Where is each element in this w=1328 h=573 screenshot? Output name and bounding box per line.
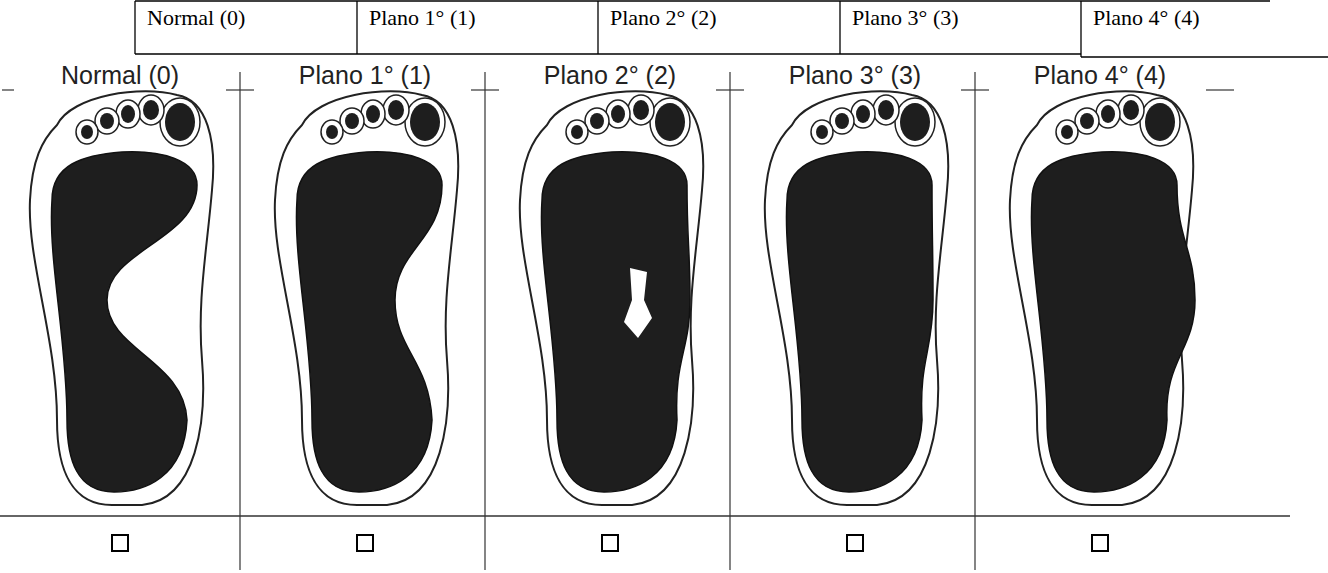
label-underscore xyxy=(716,89,744,90)
label-underscore xyxy=(961,89,989,90)
checkbox xyxy=(602,535,618,551)
footprint xyxy=(275,91,458,505)
grade-label: Plano 4° (4) xyxy=(1031,62,1169,90)
toe-print xyxy=(611,105,625,123)
checkbox-row-line xyxy=(0,515,1290,517)
toe-outline xyxy=(116,100,140,128)
footprint xyxy=(765,91,948,505)
foot-outline xyxy=(275,91,458,505)
sole-print xyxy=(541,152,690,492)
panel-divider xyxy=(729,72,730,570)
toe-print xyxy=(816,125,828,139)
checkbox xyxy=(112,535,128,551)
table-border xyxy=(134,1,135,54)
toe-outline xyxy=(895,98,935,146)
table-border xyxy=(135,53,1081,54)
sole-print xyxy=(786,152,933,492)
panel-divider xyxy=(239,72,240,570)
toe-outline xyxy=(811,120,833,144)
toe-print xyxy=(571,125,583,139)
toe-print xyxy=(366,105,380,123)
grade-label: Plano 3° (3) xyxy=(786,62,924,90)
toe-print xyxy=(590,113,604,129)
toe-print xyxy=(1080,113,1094,129)
chart-frame xyxy=(0,72,1290,570)
toe-print xyxy=(1123,100,1139,120)
footprint xyxy=(1010,91,1195,505)
checkbox xyxy=(847,535,863,551)
toe-outline xyxy=(873,95,899,125)
table-border xyxy=(1080,1,1081,57)
toe-outline xyxy=(76,120,98,144)
toe-outline xyxy=(160,98,200,146)
foot-outline xyxy=(520,91,703,505)
grade-label: Normal (0) xyxy=(58,62,182,90)
toe-outline xyxy=(321,120,343,144)
toe-outline xyxy=(383,95,409,125)
toe-print xyxy=(878,100,894,120)
toe-print xyxy=(1145,103,1175,141)
foot-outline xyxy=(30,91,213,505)
toe-print xyxy=(345,113,359,129)
toe-outline xyxy=(138,95,164,125)
toe-print xyxy=(633,100,649,120)
toe-outline xyxy=(1118,95,1144,125)
toe-print xyxy=(143,100,159,120)
table-border xyxy=(1081,56,1328,57)
toe-print xyxy=(655,103,685,141)
panel-divider xyxy=(484,72,485,570)
checkbox xyxy=(1092,535,1108,551)
toe-print xyxy=(835,113,849,129)
toe-outline xyxy=(650,98,690,146)
toe-outline xyxy=(566,120,588,144)
table-border xyxy=(839,1,840,54)
toe-outline xyxy=(628,95,654,125)
toe-print xyxy=(81,125,93,139)
sole-print xyxy=(1031,152,1195,492)
toe-print xyxy=(1101,105,1115,123)
toe-outline xyxy=(1096,100,1120,128)
grade-label: Plano 2° (2) xyxy=(541,62,679,90)
arch-gap xyxy=(624,268,652,338)
toe-print xyxy=(410,103,440,141)
toe-print xyxy=(165,103,195,141)
checkbox xyxy=(357,535,373,551)
table-border xyxy=(597,1,598,54)
toe-print xyxy=(388,100,404,120)
table-cell: Plano 1° (1) xyxy=(369,6,476,30)
table-border xyxy=(356,1,357,54)
toe-outline xyxy=(1140,98,1180,146)
toe-print xyxy=(900,103,930,141)
table-cell: Normal (0) xyxy=(147,6,245,30)
toe-outline xyxy=(1056,120,1078,144)
toe-print xyxy=(121,105,135,123)
table-border xyxy=(135,0,1270,1)
header-table xyxy=(135,1,1328,57)
grade-label: Plano 1° (1) xyxy=(296,62,434,90)
toe-print xyxy=(1061,125,1073,139)
toe-print xyxy=(100,113,114,129)
sole-print xyxy=(296,152,442,492)
table-cell: Plano 2° (2) xyxy=(610,6,717,30)
label-underscore xyxy=(1206,89,1234,90)
foot-outline xyxy=(765,91,948,505)
toe-print xyxy=(856,105,870,123)
label-underscore xyxy=(471,89,499,90)
toe-print xyxy=(326,125,338,139)
label-underscore xyxy=(226,89,254,90)
toe-outline xyxy=(405,98,445,146)
label-underscore xyxy=(2,89,14,90)
table-cell: Plano 4° (4) xyxy=(1093,6,1200,30)
footprint xyxy=(520,91,703,505)
table-cell: Plano 3° (3) xyxy=(852,6,959,30)
footprint xyxy=(30,91,213,505)
sole-print xyxy=(51,152,197,492)
toe-outline xyxy=(851,100,875,128)
panel-divider xyxy=(974,72,975,570)
toe-outline xyxy=(361,100,385,128)
toe-outline xyxy=(606,100,630,128)
